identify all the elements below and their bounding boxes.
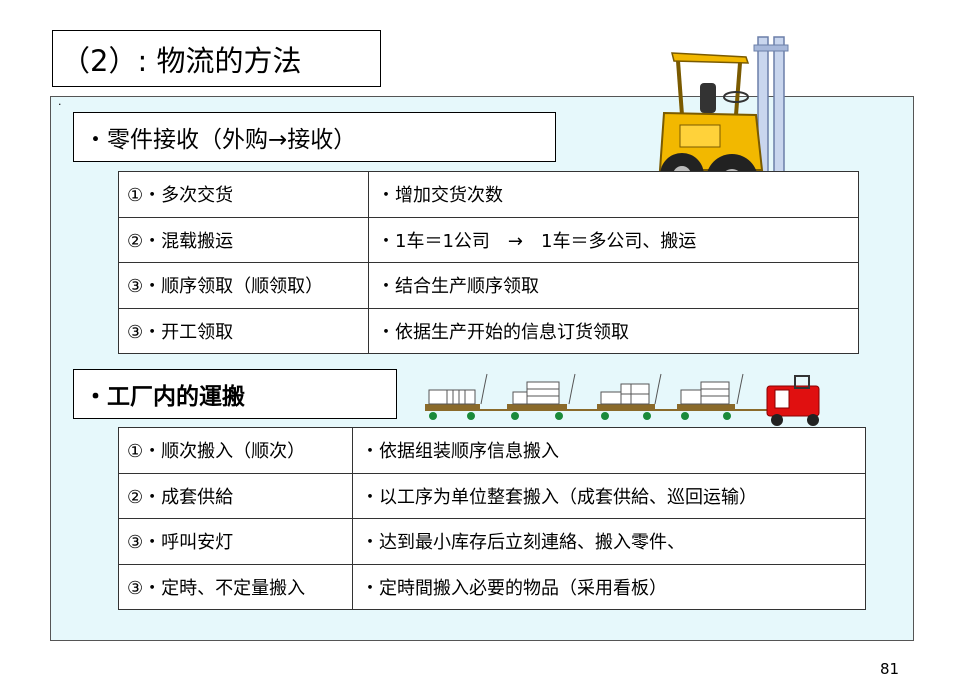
table-cell-label: ①・多次交货 bbox=[118, 171, 369, 218]
table-row: ②・混载搬运 ・1车＝1公司 → 1车＝多公司、搬运 bbox=[118, 216, 859, 263]
table-cell-label: ③・呼叫安灯 bbox=[118, 518, 353, 565]
section-heading-text: ・工厂内的運搬 bbox=[84, 384, 245, 410]
page-title: （2）: 物流的方法 bbox=[52, 30, 381, 87]
table-cell-label: ①・顺次搬入（顺次） bbox=[118, 427, 353, 474]
table-cell-label: ②・混载搬运 bbox=[118, 216, 369, 263]
table-cell-label: ③・定時、不定量搬入 bbox=[118, 563, 353, 610]
table-row: ③・呼叫安灯 ・达到最小库存后立刻連絡、搬入零件、 bbox=[118, 518, 866, 565]
table-cell-desc: ・结合生产顺序领取 bbox=[368, 262, 859, 309]
parts-receiving-table: ①・多次交货 ・增加交货次数 ②・混载搬运 ・1车＝1公司 → 1车＝多公司、搬… bbox=[118, 171, 859, 354]
table-cell-desc: ・1车＝1公司 → 1车＝多公司、搬运 bbox=[368, 216, 859, 263]
tow-train-icon bbox=[425, 373, 820, 426]
section-heading-text: ・零件接收（外购→接收） bbox=[84, 127, 357, 153]
table-row: ③・定時、不定量搬入 ・定時間搬入必要的物品（采用看板） bbox=[118, 563, 866, 610]
table-row: ①・多次交货 ・增加交货次数 bbox=[118, 171, 859, 218]
section-heading-in-plant-transport: ・工厂内的運搬 bbox=[73, 369, 397, 419]
page-title-text: （2）: 物流的方法 bbox=[61, 43, 302, 78]
table-cell-label: ③・开工领取 bbox=[118, 307, 369, 354]
table-row: ①・顺次搬入（顺次） ・依据组装顺序信息搬入 bbox=[118, 427, 866, 474]
bullet-dot: · bbox=[58, 98, 62, 111]
table-cell-desc: ・增加交货次数 bbox=[368, 171, 859, 218]
section-heading-parts-receiving: ・零件接收（外购→接收） bbox=[73, 112, 556, 162]
table-cell-desc: ・定時間搬入必要的物品（采用看板） bbox=[352, 563, 866, 610]
table-cell-desc: ・依据组装顺序信息搬入 bbox=[352, 427, 866, 474]
table-row: ③・开工领取 ・依据生产开始的信息订货领取 bbox=[118, 307, 859, 354]
table-cell-desc: ・以工序为单位整套搬入（成套供給、巡回运输） bbox=[352, 472, 866, 519]
table-cell-desc: ・依据生产开始的信息订货领取 bbox=[368, 307, 859, 354]
in-plant-transport-table: ①・顺次搬入（顺次） ・依据组装顺序信息搬入 ②・成套供給 ・以工序为单位整套搬… bbox=[118, 427, 866, 610]
table-cell-desc: ・达到最小库存后立刻連絡、搬入零件、 bbox=[352, 518, 866, 565]
table-cell-label: ③・顺序领取（顺领取） bbox=[118, 262, 369, 309]
table-row: ②・成套供給 ・以工序为单位整套搬入（成套供給、巡回运输） bbox=[118, 472, 866, 519]
table-row: ③・顺序领取（顺领取） ・结合生产顺序领取 bbox=[118, 262, 859, 309]
table-cell-label: ②・成套供給 bbox=[118, 472, 353, 519]
page-number: 81 bbox=[880, 660, 900, 678]
